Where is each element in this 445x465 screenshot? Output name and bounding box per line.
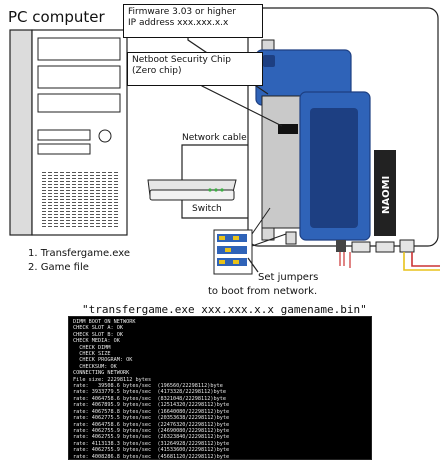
terminal-rate-line: rate: 4113138.3 bytes/sec (31264928/2229… [73,440,230,447]
terminal-header-line: CONNECTING NETWORK [73,370,130,377]
network-cable-label: Network cable [182,133,247,143]
terminal-output: DIMM BOOT ON NETWORK CHECK SLOT A: OK CH… [73,319,371,460]
step-1-label: 1. Transfergame.exe [28,248,131,259]
naomi-board [247,7,440,271]
terminal-window: DIMM BOOT ON NETWORK CHECK SLOT A: OK CH… [68,316,372,460]
terminal-header-line: CHECK SLOT B: OK [73,331,123,338]
step-2-label: 2. Game file [28,262,89,273]
led-icon [220,188,224,192]
drive-bay-3 [37,93,121,113]
naomi-logo-text: NAOMI [381,175,392,214]
chip-note-line: (Zero chip) [132,66,182,76]
terminal-header-line: CHECK MEDIA: OK [73,338,120,345]
mount-hole [263,55,275,67]
pc-computer-label: PC computer [8,8,105,26]
pc-tower [9,29,128,236]
floppy-slot-2 [37,143,91,155]
power-button-icon [98,129,112,143]
security-chip-callout: Netboot Security Chip (Zero chip) [127,52,263,86]
led-icon [214,188,218,192]
terminal-rate-line: rate: 4067578.8 bytes/sec (16640080/2229… [73,408,230,415]
jumper-zoom [213,207,287,275]
jumpers-label-line1: Set jumpers [258,272,319,283]
terminal-header-line: File size: 22298112 bytes [73,376,152,383]
drive-bay-1 [37,37,121,61]
terminal-rate-line: rate: 4067895.9 bytes/sec (12514320/2229… [73,402,230,409]
firmware-line: Firmware 3.03 or higher [128,7,236,17]
terminal-header-line: DIMM BOOT ON NETWORK [73,319,136,325]
drive-bay-2 [37,65,121,89]
terminal-header-line: CHECK PROGRAM: OK [79,357,133,364]
floppy-slot-1 [37,129,91,141]
jumpers-label-line2: to boot from network. [208,286,318,297]
terminal-header-line: CHECK DIMM [79,344,111,351]
ip-address-line: IP address xxx.xxx.x.x [128,18,229,28]
terminal-rate-line: rate: 4062775.5 bytes/sec (20353638/2229… [73,415,230,422]
switch-label: Switch [192,204,222,214]
terminal-rate-line: rate: 3933779.5 bytes/sec (4173328/22298… [73,389,227,396]
terminal-rate-line: rate: 4062755.9 bytes/sec (26323840/2229… [73,434,230,441]
firmware-callout: Firmware 3.03 or higher IP address xxx.x… [123,4,263,38]
vent-grille [40,170,118,228]
chip-name-line: Netboot Security Chip [132,55,231,65]
terminal-rate-line: rate: 4064758.6 bytes/sec (22476320/2229… [73,421,230,428]
terminal-header-line: CHECKSUM: OK [79,363,117,370]
led-icon [208,188,212,192]
network-switch [147,179,237,201]
terminal-rate-line: rate: 4064758.6 bytes/sec (8321048/22298… [73,395,227,402]
terminal-rate-line: rate: 4062755.9 bytes/sec (41533600/2229… [73,447,230,454]
terminal-header-line: CHECK SLOT A: OK [73,325,123,332]
terminal-rate-line: rate: 4062755.9 bytes/sec (24690080/2229… [73,427,230,434]
terminal-rate-line: rate: 39508.6 bytes/sec (196560/22298112… [73,383,223,390]
security-chip [278,124,298,134]
command-caption: "transfergame.exe xxx.xxx.x.x gamename.b… [82,303,367,316]
terminal-header-line: CHECK SIZE [79,351,111,358]
terminal-rate-line: rate: 4008286.8 bytes/sec (45681120/2229… [73,453,230,460]
